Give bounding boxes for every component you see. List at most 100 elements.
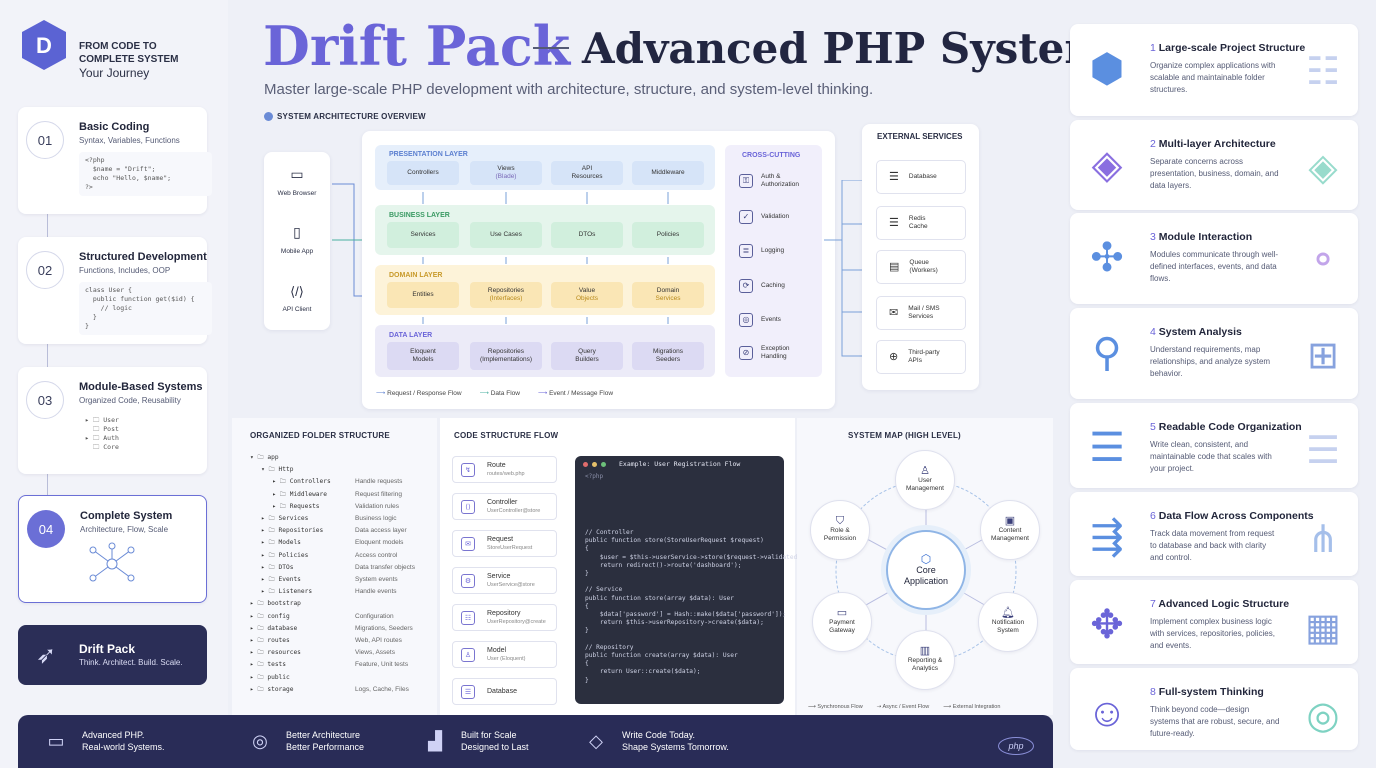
layer-cell: Views(Blade)	[470, 161, 542, 185]
user-icon: ♙	[920, 465, 930, 477]
cell-sublabel: (Implementations)	[479, 356, 533, 363]
topic-illustration-icon: ⚬	[1307, 239, 1339, 282]
folder-description: Logs, Cache, Files	[355, 685, 409, 693]
folder-row[interactable]: ▸ 🗀 Middleware	[250, 490, 327, 498]
topic-title-text: Data Flow Across Components	[1158, 510, 1314, 522]
journey-step-active[interactable]: 04 Complete System Architecture, Flow, S…	[18, 495, 207, 603]
folder-row[interactable]: ▸ 🗀 storage	[250, 685, 294, 693]
folder-row[interactable]: ▸ 🗀 DTOs	[250, 563, 294, 571]
bell-icon: 🔔︎	[1001, 607, 1015, 619]
redis-icon: ☰	[889, 217, 899, 229]
journey-step[interactable]: 03 Module-Based Systems Organized Code, …	[18, 367, 207, 474]
bottom-line-a: Advanced PHP.	[82, 730, 145, 740]
folder-description: Web, API routes	[355, 637, 402, 644]
bottom-item: ◇Write Code Today.Shape Systems Tomorrow…	[584, 729, 729, 753]
page-title: Drift Pack	[263, 14, 571, 78]
mail-icon: ✉	[889, 307, 899, 319]
crosscut-label: Exception Handling	[761, 345, 790, 360]
brand-tagline: Think. Architect. Build. Scale.	[79, 658, 183, 667]
events-icon: ◎	[739, 313, 753, 327]
journey-step[interactable]: 01 Basic Coding Syntax, Variables, Funct…	[18, 107, 212, 214]
folder-row[interactable]: ▸ 🗀 Repositories	[250, 527, 324, 535]
folder-row[interactable]: ▸ 🗀 Services	[250, 515, 309, 522]
folder-description: Configuration	[355, 612, 394, 620]
folder-row[interactable]: ▸ 🗀 Policies	[250, 551, 309, 559]
folder-row[interactable]: ▸ 🗀 Events	[250, 576, 301, 583]
legend-item: ⟶ External Integration	[943, 704, 1001, 710]
folder-row[interactable]: ▾ 🗀 app	[250, 454, 279, 461]
topic-title: 4 System Analysis	[1150, 326, 1242, 338]
cell-label: API	[581, 165, 593, 172]
node-label: Payment Gateway	[829, 619, 855, 634]
journey-line1: FROM CODE TO	[79, 41, 157, 52]
journey-step[interactable]: 02 Structured Development Functions, Inc…	[18, 237, 212, 344]
crosscut-label: Logging	[761, 247, 785, 254]
cell-label: Policies	[656, 231, 680, 238]
cell-sublabel: Objects	[575, 295, 599, 302]
legend-label: Request / Response Flow	[387, 390, 462, 397]
cell-label: Services	[410, 231, 436, 238]
folder-row[interactable]: ▸ 🗀 Requests	[250, 502, 320, 510]
bottom-item: ▭Advanced PHP.Real-world Systems.	[44, 729, 164, 753]
topic-icon: ◈	[1091, 143, 1123, 187]
topic-description: Track data movement from request to data…	[1150, 529, 1275, 562]
layer-cell: Policies	[632, 222, 704, 248]
crosscut-label: Validation	[761, 213, 790, 220]
crosscut-item: ⊘Exception Handling	[739, 345, 809, 361]
layer-title: DATA LAYER	[389, 332, 433, 339]
core-label: Application	[903, 575, 949, 586]
layer-arrows	[422, 192, 669, 324]
client-api: API Client	[282, 306, 312, 313]
crosscut-item: ≣Logging	[739, 244, 784, 258]
step-icon: ↯	[461, 463, 475, 477]
legend-label: External Integration	[952, 704, 1001, 710]
legend-label: Data Flow	[490, 390, 520, 397]
folder-row[interactable]: ▸ 🗀 resources	[250, 649, 301, 657]
topic-number: 2	[1150, 138, 1156, 150]
topic-description: Think beyond code—design systems that ar…	[1150, 705, 1280, 738]
folder-row[interactable]: ▸ 🗀 config	[250, 612, 290, 620]
folder-row[interactable]: ▸ 🗀 public	[250, 673, 290, 681]
step-icon: ⚙	[461, 574, 475, 588]
folder-description: Request filtering	[355, 490, 402, 498]
folder-row[interactable]: ▸ 🗀 database	[250, 624, 298, 632]
core-label: Core	[916, 564, 936, 575]
arch-section-title: SYSTEM ARCHITECTURE OVERVIEW	[264, 112, 426, 121]
cache-icon: ⟳	[739, 279, 753, 293]
layer-cell: Repositories(Implementations)	[470, 342, 542, 370]
folder-row[interactable]: ▸ 🗀 routes	[250, 637, 290, 644]
folder-row[interactable]: ▸ 🗀 tests	[250, 661, 286, 669]
external-label: Mail / SMS Services	[908, 305, 940, 320]
folder-row[interactable]: ▸ 🗀 Controllers	[250, 478, 331, 486]
folder-row[interactable]: ▸ 🗀 Listeners	[250, 588, 313, 596]
crosscut-title: CROSS-CUTTING	[742, 152, 801, 159]
code-example: Example: User Registration Flow <?php //…	[575, 456, 797, 704]
folder-row[interactable]: ▾ 🗀 Http	[250, 466, 294, 474]
journey-line3: Your Journey	[79, 66, 150, 80]
cell-label: DTOs	[578, 231, 596, 238]
external-services-panel: EXTERNAL SERVICES ☰Database ☰Redis Cache…	[862, 124, 979, 390]
code-php-tag: <?php	[585, 473, 604, 480]
step-connector	[47, 200, 48, 240]
codeflow-step[interactable]: ☰Database	[452, 678, 557, 705]
folder-row[interactable]: ▸ 🗀 Models	[250, 539, 301, 547]
sysmap-node: ⛉Role & Permission	[810, 500, 870, 560]
folder-row[interactable]: ▸ 🗀 bootstrap	[250, 600, 301, 608]
